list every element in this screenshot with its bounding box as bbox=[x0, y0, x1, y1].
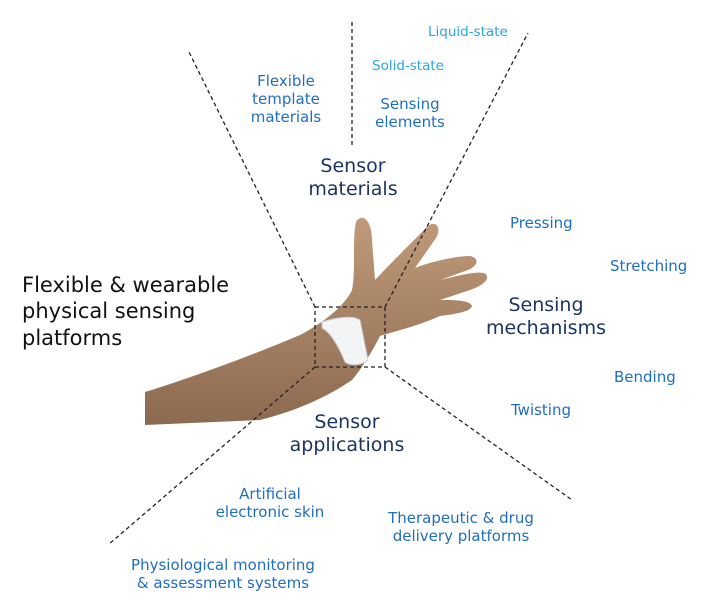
label-line: delivery platforms bbox=[392, 527, 530, 545]
sensor-applications-heading: Sensor applications bbox=[284, 411, 410, 457]
template-materials-label: Flexible template materials bbox=[246, 72, 326, 126]
sensor-materials-heading: Sensor materials bbox=[303, 155, 403, 201]
divider-line bbox=[187, 49, 316, 308]
label-line: electronic skin bbox=[215, 503, 325, 521]
application-therapeutic: Therapeutic & drug delivery platforms bbox=[376, 509, 546, 545]
label-line: Therapeutic & drug bbox=[388, 509, 534, 527]
label-line: Flexible bbox=[257, 72, 315, 90]
heading-line: materials bbox=[308, 177, 398, 200]
title-line: Flexible & wearable bbox=[22, 273, 230, 297]
label-line: Artificial bbox=[239, 485, 301, 503]
divider-line bbox=[384, 366, 573, 501]
mechanism-pressing: Pressing bbox=[510, 214, 573, 232]
label-line: & assessment systems bbox=[136, 574, 310, 592]
mechanism-stretching: Stretching bbox=[610, 257, 688, 275]
sensing-elements-label: Sensing elements bbox=[370, 95, 450, 131]
heading-line: Sensing bbox=[508, 294, 584, 316]
label-line: Sensing bbox=[380, 95, 440, 113]
application-physiological-monitoring: Physiological monitoring & assessment sy… bbox=[118, 556, 328, 592]
divider-line bbox=[384, 32, 529, 308]
heading-line: mechanisms bbox=[486, 316, 606, 339]
diagram-title: Flexible & wearable physical sensing pla… bbox=[22, 272, 229, 351]
focus-box bbox=[314, 306, 386, 368]
solid-state-label: Solid-state bbox=[372, 58, 444, 74]
application-electronic-skin: Artificial electronic skin bbox=[210, 485, 330, 521]
title-line: platforms bbox=[22, 325, 123, 350]
sensing-mechanisms-heading: Sensing mechanisms bbox=[484, 294, 608, 340]
heading-line: Sensor bbox=[314, 411, 380, 433]
arm-shape bbox=[145, 217, 488, 425]
wristband bbox=[321, 316, 369, 366]
title-line: physical sensing bbox=[22, 299, 196, 324]
label-line: materials bbox=[250, 108, 322, 126]
label-line: Physiological monitoring bbox=[131, 556, 315, 574]
heading-line: applications bbox=[289, 433, 405, 456]
label-line: elements bbox=[375, 113, 445, 131]
mechanism-bending: Bending bbox=[614, 368, 676, 386]
divider-line bbox=[107, 366, 316, 546]
liquid-state-label: Liquid-state bbox=[428, 24, 508, 40]
label-line: template bbox=[252, 90, 320, 108]
mechanism-twisting: Twisting bbox=[511, 401, 572, 419]
heading-line: Sensor bbox=[320, 155, 386, 177]
